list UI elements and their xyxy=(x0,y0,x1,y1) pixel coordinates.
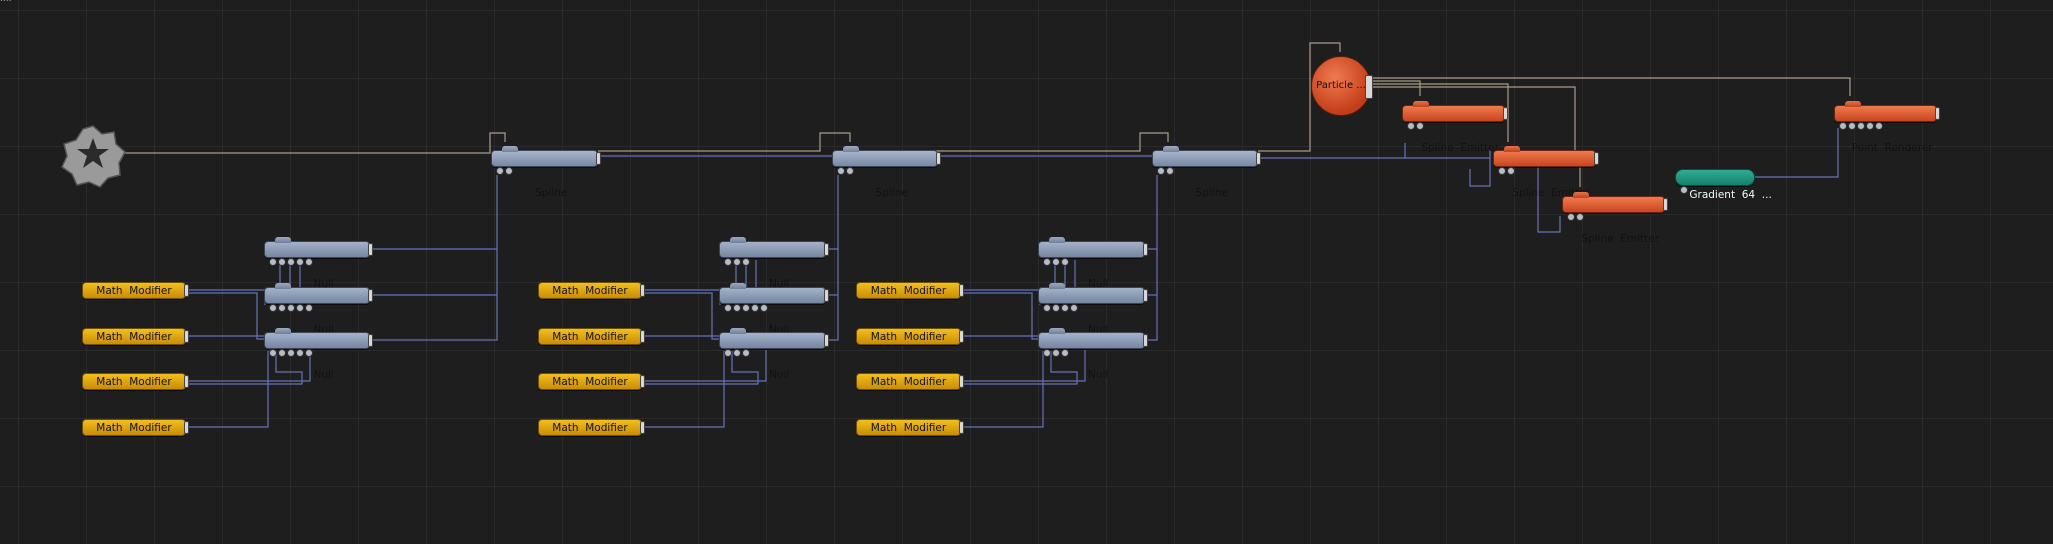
node-tab xyxy=(1049,283,1065,289)
null-node[interactable]: Null xyxy=(719,237,829,290)
node-pins[interactable] xyxy=(724,349,750,357)
node-pins[interactable] xyxy=(269,304,313,312)
null-node[interactable]: Null xyxy=(1038,283,1148,336)
math-modifier-node[interactable]: Math Modifier xyxy=(82,419,189,436)
node-pins[interactable] xyxy=(1839,122,1883,130)
point-renderer-node[interactable]: Point Renderer xyxy=(1834,101,1940,154)
node-label: Null xyxy=(1088,369,1109,381)
particle-label: Particle ... xyxy=(1316,80,1366,91)
node-tab xyxy=(730,283,746,289)
node-tab xyxy=(275,283,291,289)
node-label: Null xyxy=(313,369,334,381)
canvas-corner-label: .... xyxy=(0,0,11,4)
null-node[interactable]: Null xyxy=(264,283,373,336)
node-pins[interactable] xyxy=(1498,167,1515,175)
node-tab xyxy=(275,237,291,243)
spline-emitter-node[interactable]: Spline Emitter xyxy=(1493,146,1599,199)
node-pins[interactable] xyxy=(269,349,313,357)
node-pins[interactable] xyxy=(1157,167,1174,175)
particle-output-grip[interactable] xyxy=(1365,75,1373,99)
node-pins[interactable] xyxy=(724,258,750,266)
null-node[interactable]: Null xyxy=(1038,328,1148,381)
node-pins[interactable] xyxy=(496,167,513,175)
math-modifier-node[interactable]: Math Modifier xyxy=(856,373,964,390)
node-pins[interactable] xyxy=(1567,213,1584,221)
math-modifier-node[interactable]: Math Modifier xyxy=(538,328,645,345)
node-label: Spline xyxy=(1195,187,1228,199)
gradient-node[interactable]: Gradient 64 ... xyxy=(1675,169,1772,201)
node-tab xyxy=(730,328,746,334)
node-label: Null xyxy=(769,369,790,381)
null-node[interactable]: Null xyxy=(1038,237,1148,290)
root-gear-icon[interactable] xyxy=(58,122,128,192)
node-tab xyxy=(1049,328,1065,334)
node-pins[interactable] xyxy=(837,167,854,175)
node-pins[interactable] xyxy=(1407,122,1424,130)
math-modifier-node[interactable]: Math Modifier xyxy=(538,373,645,390)
null-node[interactable]: Null xyxy=(264,237,373,290)
node-tab xyxy=(502,146,518,152)
node-tab xyxy=(1573,192,1589,198)
math-modifier-node[interactable]: Math Modifier xyxy=(538,419,645,436)
node-tab xyxy=(843,146,859,152)
node-pins[interactable] xyxy=(1680,186,1688,194)
node-label: Spline Emitter xyxy=(1581,233,1660,245)
node-pins[interactable] xyxy=(1043,349,1069,357)
node-tab xyxy=(1163,146,1179,152)
null-node[interactable]: Null xyxy=(719,328,829,381)
null-node[interactable]: Null xyxy=(719,283,829,336)
spline-emitter-node[interactable]: Spline Emitter xyxy=(1402,101,1508,154)
node-label: Point Renderer xyxy=(1851,142,1933,154)
node-label: Spline xyxy=(875,187,908,199)
node-tab xyxy=(1845,101,1861,107)
math-modifier-node[interactable]: Math Modifier xyxy=(82,328,189,345)
null-node[interactable]: Null xyxy=(264,328,373,381)
node-pins[interactable] xyxy=(269,258,313,266)
node-tab xyxy=(1504,146,1520,152)
node-pins[interactable] xyxy=(724,304,768,312)
spline-node[interactable]: Spline xyxy=(832,146,941,199)
node-label: Gradient 64 ... xyxy=(1689,189,1772,201)
node-pins[interactable] xyxy=(1043,304,1078,312)
node-pins[interactable] xyxy=(1043,258,1069,266)
spline-node[interactable]: Spline xyxy=(1152,146,1261,199)
node-tab xyxy=(275,328,291,334)
math-modifier-node[interactable]: Math Modifier xyxy=(538,282,645,299)
math-modifier-node[interactable]: Math Modifier xyxy=(856,282,964,299)
math-modifier-node[interactable]: Math Modifier xyxy=(856,328,964,345)
node-label: Spline xyxy=(535,187,568,199)
node-label: Spline Emitter xyxy=(1421,142,1500,154)
node-tab xyxy=(730,237,746,243)
spline-emitter-node[interactable]: Spline Emitter xyxy=(1562,192,1668,245)
node-tab xyxy=(1413,101,1429,107)
node-tab xyxy=(1049,237,1065,243)
particle-node[interactable]: Particle ... xyxy=(1311,56,1373,116)
math-modifier-node[interactable]: Math Modifier xyxy=(82,373,189,390)
math-modifier-node[interactable]: Math Modifier xyxy=(82,282,189,299)
spline-node[interactable]: Spline xyxy=(491,146,601,199)
math-modifier-node[interactable]: Math Modifier xyxy=(856,419,964,436)
